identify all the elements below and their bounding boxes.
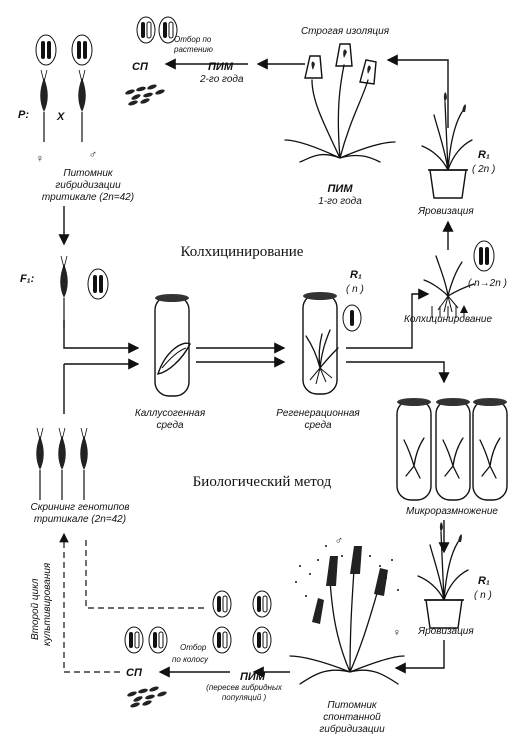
cross-sign: X (56, 111, 65, 123)
sp-bot-label: СП (126, 667, 143, 679)
recross-label-2: популяций ) (222, 693, 267, 702)
vernalization-top-label: Яровизация (417, 206, 474, 217)
year1-label: 1-го года (318, 196, 362, 207)
selection-plant-label-2: растению (173, 45, 213, 54)
selection-ear-label-1: Отбор (180, 643, 207, 652)
regen-label-1: Регенерационная (276, 408, 360, 419)
colchicine-action-label: Колхицинирование (404, 314, 493, 325)
callus-label-1: Каллусогенная (135, 408, 206, 419)
spont-label-1: Питомник (327, 700, 378, 711)
spont-plant (289, 546, 405, 685)
spont-label-3: гибридизации (319, 723, 385, 735)
nursery-label-3: тритикале (2n=42) (42, 192, 134, 203)
p-label: P: (18, 109, 29, 121)
arrow-regen-to-colchicine (346, 288, 430, 349)
f1-label: F₁: (20, 273, 35, 285)
arrow-r1-to-isolation (386, 54, 449, 128)
micro-tubes (396, 397, 508, 501)
year2-label: 2-го года (199, 74, 244, 85)
arrow-regen-to-micro (346, 361, 450, 384)
female-symbol: ♀ (35, 153, 43, 165)
callus-label-2: среда (156, 420, 184, 431)
regen-tube (302, 291, 339, 395)
r1-mid-ploidy: ( n ) (346, 284, 364, 295)
f1-cell (87, 268, 109, 300)
pim-bot-label: ПИМ (240, 671, 266, 683)
selection-ear-label-2: по колосу (172, 655, 209, 664)
male-bot-symbol: ♂ (334, 535, 342, 547)
isolated-plant (284, 43, 396, 163)
nursery-label-1: Питомник (63, 168, 114, 179)
regen-label-2: среда (304, 420, 332, 431)
r1-top-pot (427, 169, 469, 199)
second-cycle-label-2: культивирования (42, 562, 53, 646)
screening-ears (35, 427, 89, 501)
r1-mid-cell (342, 304, 362, 332)
r1-top-label: R₁ (478, 149, 490, 161)
dashed-second-cycle (59, 532, 120, 673)
r1-top-ploidy: ( 2n ) (472, 164, 495, 175)
vernalization-bot-label: Яровизация (417, 626, 474, 637)
r1-top-plant (421, 91, 473, 171)
callus-tube (154, 293, 191, 397)
colchicine-plant (423, 255, 475, 318)
arrow-r1-to-spont (394, 640, 445, 674)
female-bot-symbol: ♀ (392, 627, 400, 639)
nursery-label-2: гибридизации (55, 179, 121, 191)
sp-top-cells (136, 16, 178, 44)
sp-top-label: СП (132, 61, 149, 73)
n2n-cell (473, 240, 495, 272)
second-cycle-label-1: Второй цикл (30, 578, 41, 640)
selection-plant-label-1: Отбор по (174, 35, 212, 44)
parent-ears (39, 69, 87, 143)
recross-label-1: (пересев гибридных (206, 683, 283, 692)
pim1-label: ПИМ (328, 183, 354, 195)
seeds-top (124, 83, 166, 107)
r1-bot-plant (417, 521, 469, 601)
r1-bot-ploidy: ( n ) (474, 590, 492, 601)
f1-ear (59, 255, 69, 329)
colchicine-heading: Колхицинирование (181, 244, 304, 260)
sp-bot-cells (124, 626, 168, 654)
screen-label-2: тритикале (2n=42) (34, 514, 126, 525)
seeds-bot (126, 685, 168, 709)
parent-cells (35, 34, 93, 66)
r1-bot-label: R₁ (478, 575, 490, 587)
micro-label: Микроразмножение (406, 506, 498, 517)
arrow-f1-to-callus (63, 320, 140, 354)
spont-label-2: спонтанной (323, 712, 381, 723)
pollen-dots (295, 545, 399, 597)
strict-isolation-label: Строгая изоляция (301, 26, 390, 37)
n-to-2n-label: ( n→2n ) (468, 278, 507, 289)
r1-mid-label: R₁ (350, 269, 362, 281)
bio-method-heading: Биологический метод (193, 474, 332, 490)
pim2-label: ПИМ (208, 61, 234, 73)
dashed-from-cells (85, 540, 204, 609)
selection-cells-grid (212, 590, 272, 654)
r1-bot-pot (423, 599, 465, 629)
male-symbol: ♂ (88, 149, 96, 161)
screen-label-1: Скрининг генотипов (31, 502, 130, 513)
